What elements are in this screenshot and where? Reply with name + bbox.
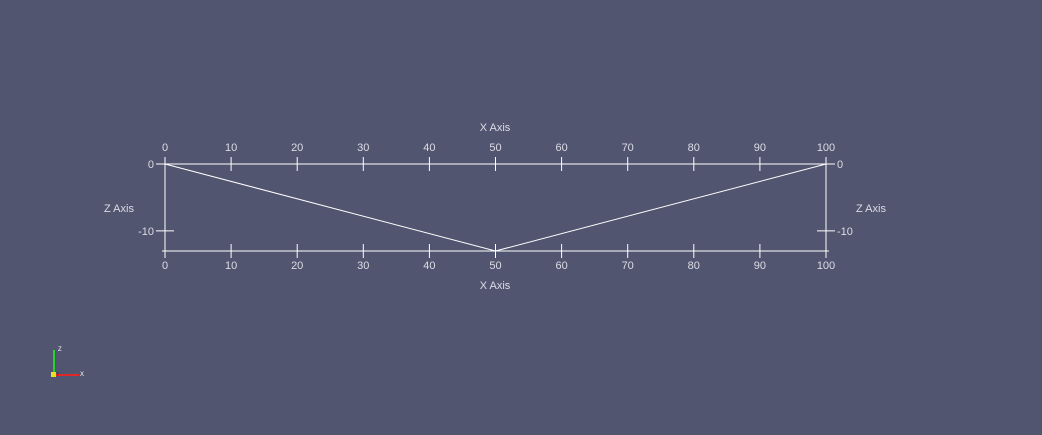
- x-tick-label-bottom: 70: [622, 260, 634, 272]
- z-tick-label-left: -10: [138, 226, 154, 238]
- x-axis-title-top: X Axis: [480, 122, 511, 134]
- orientation-y-label: Y: [56, 372, 60, 378]
- x-tick-label-bottom: 80: [688, 260, 700, 272]
- z-tick-label-right: -10: [837, 226, 853, 238]
- x-tick-label-top: 40: [423, 142, 435, 154]
- orientation-x-label: X: [80, 372, 84, 378]
- x-tick-label-bottom: 10: [225, 260, 237, 272]
- x-tick-label-bottom: 90: [754, 260, 766, 272]
- x-tick-label-bottom: 0: [162, 260, 168, 272]
- x-tick-label-top: 0: [162, 142, 168, 154]
- x-tick-label-bottom: 40: [423, 260, 435, 272]
- z-tick-label-left: 0: [148, 159, 154, 171]
- data-geometry: [164, 163, 827, 252]
- x-tick-label-top: 80: [688, 142, 700, 154]
- x-axis-title-bottom: X Axis: [480, 280, 511, 292]
- x-tick-label-bottom: 50: [489, 260, 501, 272]
- orientation-z-label: Z: [58, 347, 62, 353]
- cube-axes-box: [164, 163, 827, 252]
- tick-labels: 0010102020303040405050606070708080909010…: [138, 142, 853, 272]
- x-tick-label-top: 90: [754, 142, 766, 154]
- x-tick-label-top: 10: [225, 142, 237, 154]
- x-tick-label-bottom: 20: [291, 260, 303, 272]
- x-tick-label-top: 30: [357, 142, 369, 154]
- orientation-axes-widget: Z X Y: [51, 347, 84, 378]
- geometry-polyline: [164, 163, 827, 252]
- x-tick-label-bottom: 60: [555, 260, 567, 272]
- x-tick-label-bottom: 30: [357, 260, 369, 272]
- cube-axes-ticks: [156, 157, 835, 258]
- x-tick-label-top: 100: [817, 142, 835, 154]
- x-tick-label-top: 60: [555, 142, 567, 154]
- x-tick-label-top: 50: [489, 142, 501, 154]
- z-axis-title-left: Z Axis: [104, 203, 134, 215]
- x-tick-label-top: 20: [291, 142, 303, 154]
- x-tick-label-bottom: 100: [817, 260, 835, 272]
- x-tick-label-top: 70: [622, 142, 634, 154]
- z-tick-label-right: 0: [837, 159, 843, 171]
- orientation-y-axis-marker: [51, 372, 56, 377]
- z-axis-title-right: Z Axis: [856, 203, 886, 215]
